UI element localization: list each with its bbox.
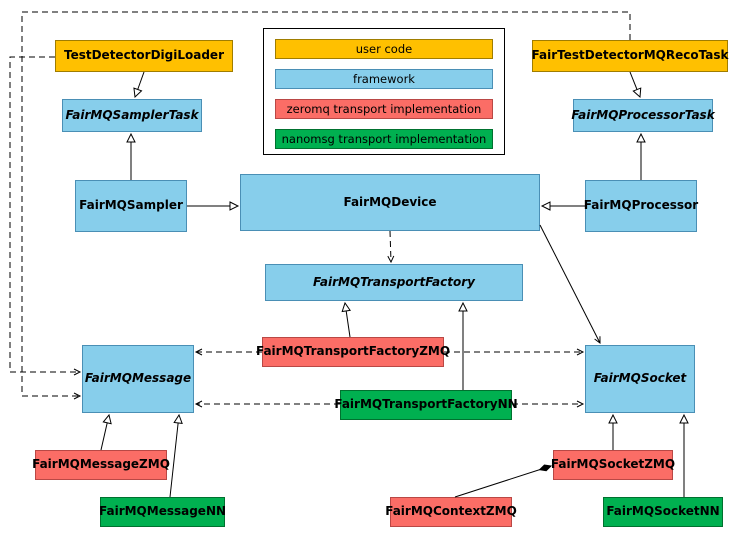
legend-item-nanomsg: nanomsg transport implementation xyxy=(275,129,493,149)
node-fairmqsamplertask: FairMQSamplerTask xyxy=(62,99,202,132)
edge-factoryzmq-transportfactory xyxy=(341,301,351,338)
node-fairmqmessage: FairMQMessage xyxy=(82,345,194,413)
node-fairtestdetectormqrecotask: FairTestDetectorMQRecoTask xyxy=(532,40,728,72)
node-testdetectordigiloader: TestDetectorDigiLoader xyxy=(55,40,233,72)
node-fairmqmessagezmq: FairMQMessageZMQ xyxy=(32,450,170,480)
legend-item-user-code: user code xyxy=(275,39,493,59)
legend-box: user code framework zeromq transport imp… xyxy=(263,28,505,155)
node-fairmqprocessortask: FairMQProcessorTask xyxy=(571,99,715,132)
node-fairmqmessagenn: FairMQMessageNN xyxy=(99,497,226,527)
node-fairmqsocketnn: FairMQSocketNN xyxy=(603,497,723,527)
node-fairmqsocket: FairMQSocket xyxy=(585,345,695,413)
node-fairmqdevice: FairMQDevice xyxy=(240,174,540,231)
edge-messagenn-message xyxy=(169,413,183,498)
edge-recotask-processortask xyxy=(629,71,642,99)
edge-digiloader-samplertask xyxy=(133,71,145,99)
legend-item-framework: framework xyxy=(275,69,493,89)
node-fairmqtransportfactorynn: FairMQTransportFactoryNN xyxy=(334,390,518,420)
node-fairmqcontextzmq: FairMQContextZMQ xyxy=(385,497,517,527)
node-fairmqtransportfactory: FairMQTransportFactory xyxy=(265,264,523,301)
node-fairmqprocessor: FairMQProcessor xyxy=(584,180,698,232)
edge-contextzmq-socketzmq xyxy=(454,466,551,498)
legend-item-zeromq: zeromq transport implementation xyxy=(275,99,493,119)
edge-device-socket xyxy=(539,224,601,344)
node-fairmqtransportfactoryzmq: FairMQTransportFactoryZMQ xyxy=(256,337,450,367)
node-fairmqsocketzmq: FairMQSocketZMQ xyxy=(551,450,675,480)
edge-messagezmq-message xyxy=(100,413,112,451)
node-fairmqsampler: FairMQSampler xyxy=(75,180,187,232)
edge-device-transportfactory xyxy=(387,230,395,264)
